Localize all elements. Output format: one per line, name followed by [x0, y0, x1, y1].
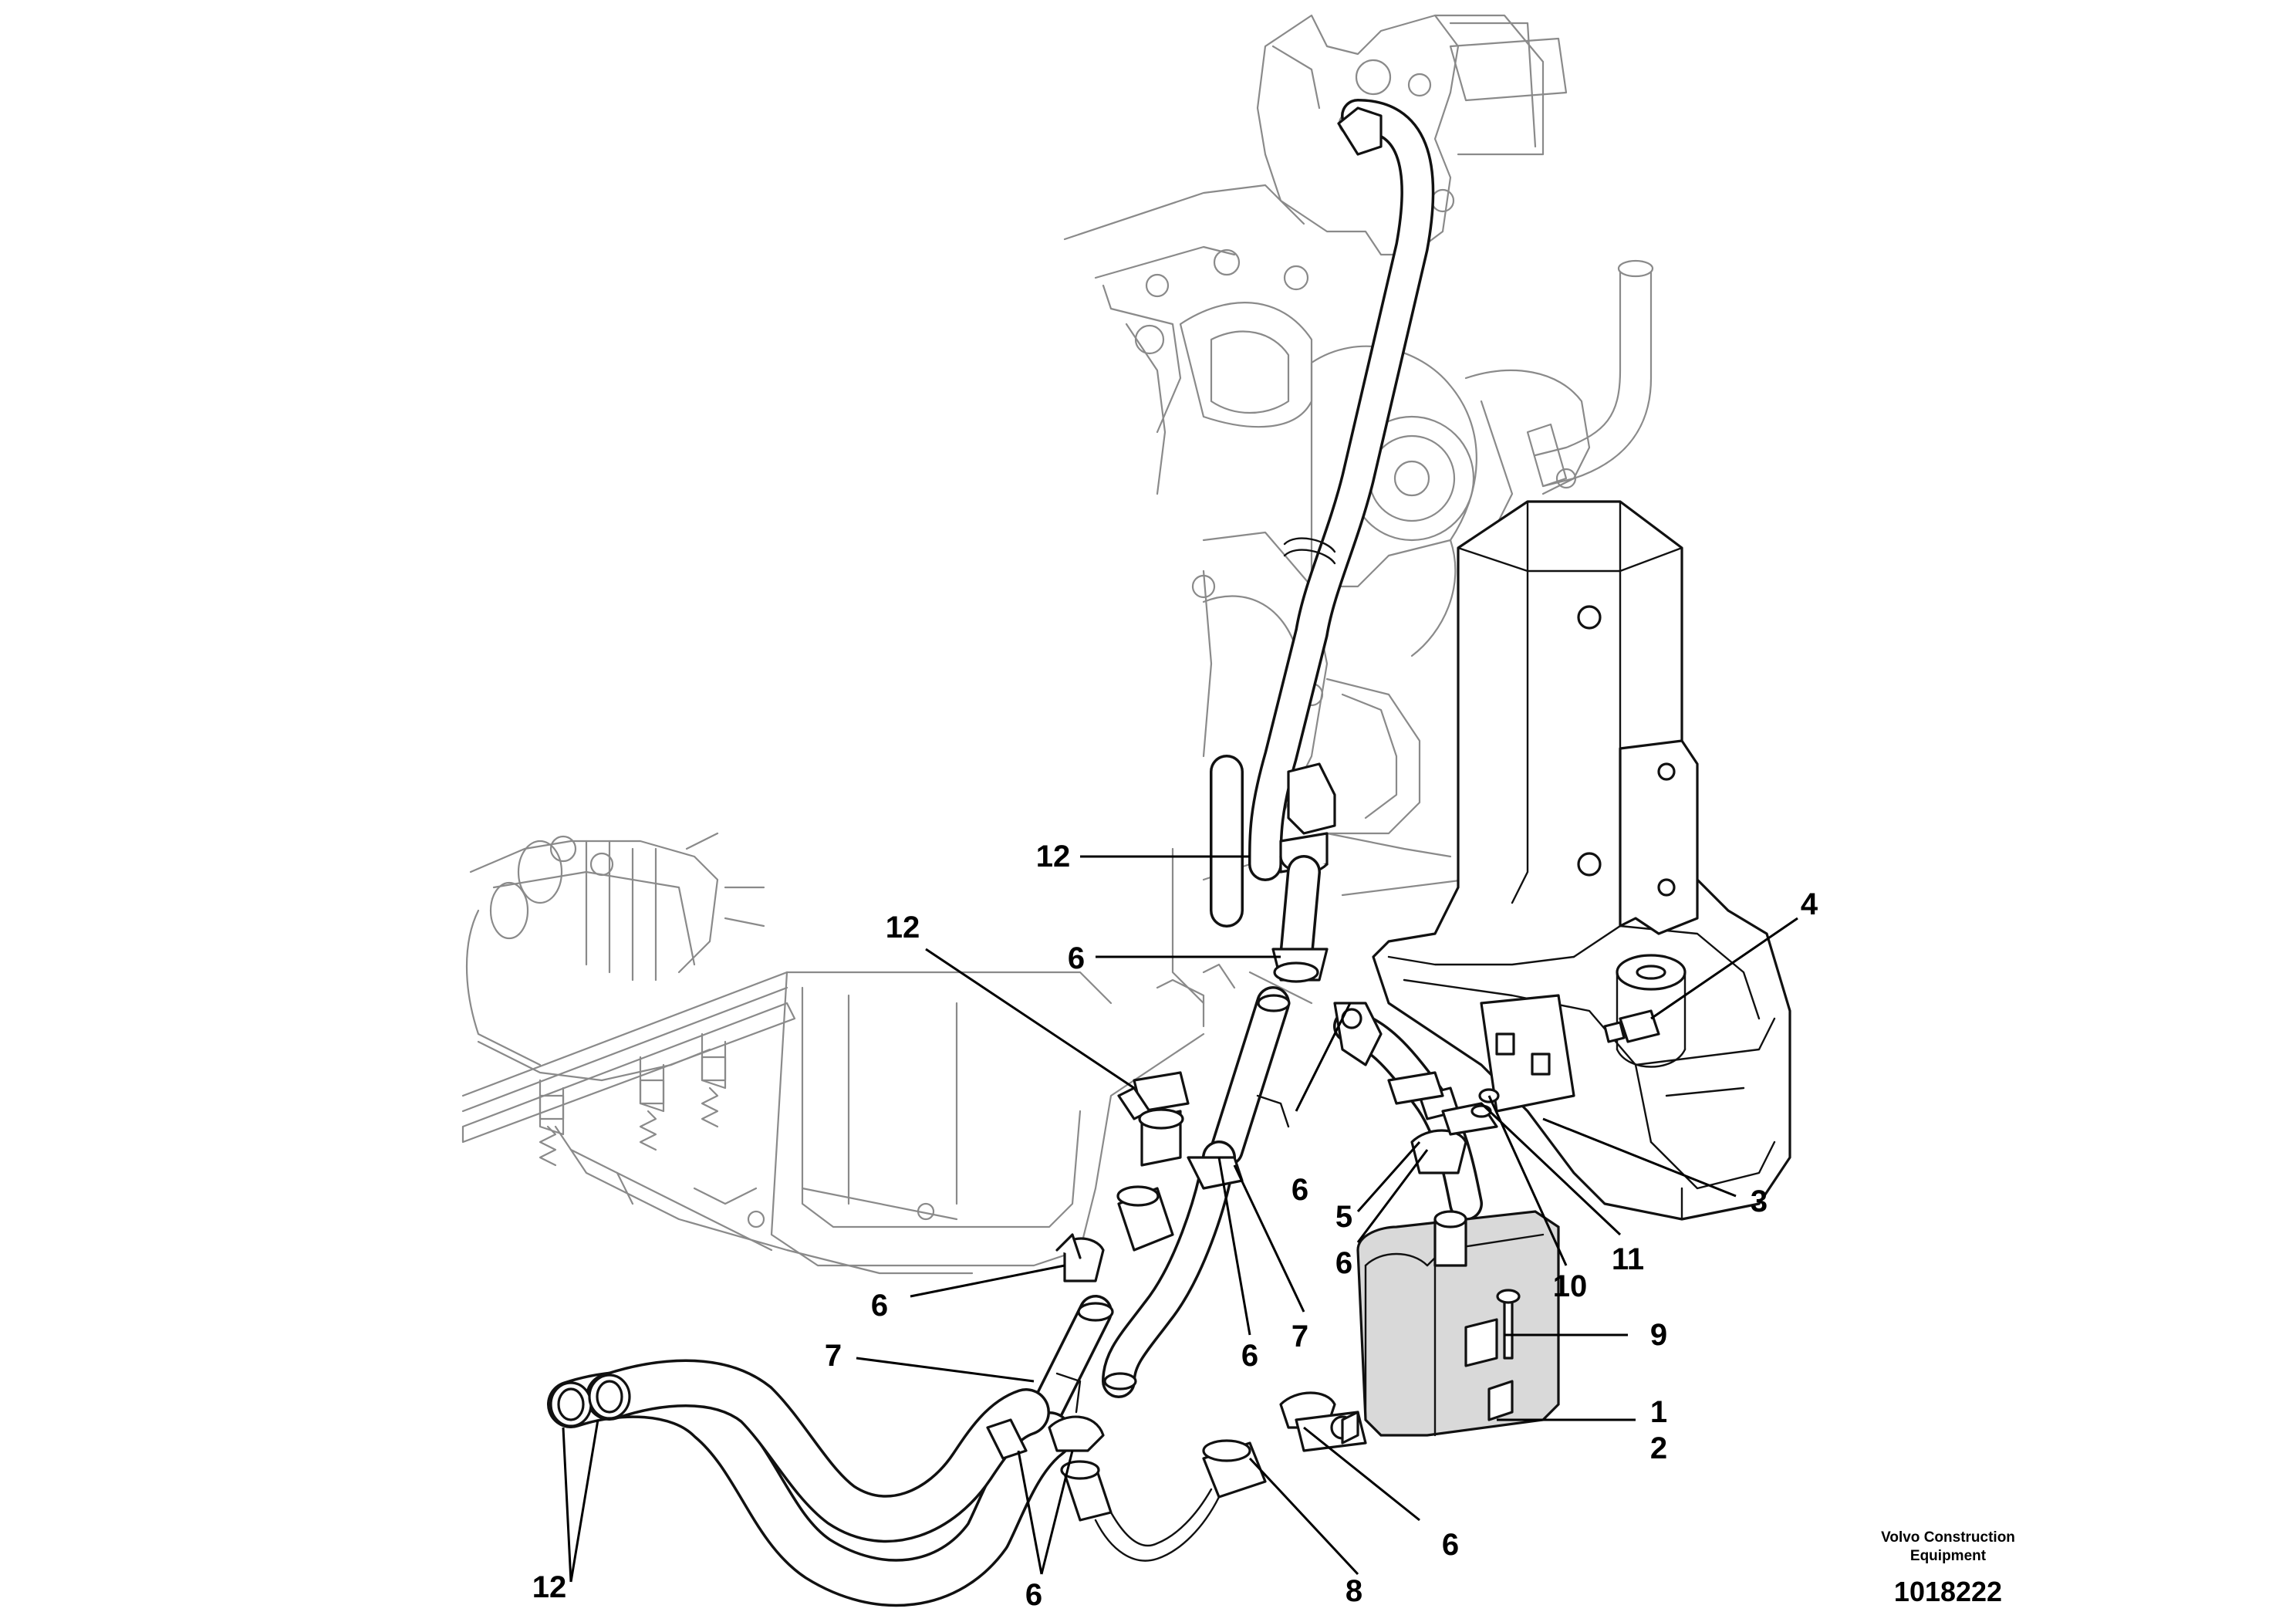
callout-6: 6	[1025, 1578, 1042, 1612]
upper-coolant-pipe	[1210, 99, 1435, 928]
callout-6: 6	[1241, 1339, 1258, 1373]
mounting-bracket	[1372, 500, 1791, 1221]
callout-7: 7	[1292, 1320, 1308, 1353]
callout-6: 6	[1068, 941, 1085, 975]
callout-6: 6	[871, 1289, 888, 1323]
credit-line-2: Equipment	[1910, 1548, 1987, 1564]
callout-12: 12	[886, 911, 920, 944]
credit-line-1: Volvo Construction	[1881, 1529, 2015, 1546]
callout-6: 6	[1335, 1246, 1352, 1280]
callout-12: 12	[532, 1570, 567, 1604]
small-parts	[1387, 1009, 1660, 1174]
callout-2: 2	[1650, 1431, 1667, 1465]
callout-7: 7	[825, 1339, 842, 1373]
callout-5: 5	[1335, 1200, 1352, 1234]
callout-8: 8	[1346, 1574, 1362, 1608]
mounting-plate	[1480, 994, 1575, 1113]
callout-12: 12	[1036, 840, 1071, 874]
callout-6: 6	[1292, 1173, 1308, 1207]
callout-4: 4	[1801, 887, 1818, 921]
expansion-tank	[1341, 1210, 1560, 1445]
callout-11: 11	[1612, 1242, 1644, 1276]
callout-labels: 12 12 4 6 6 3 5 6 11 10 6 7 6 7 9 1 2 6 …	[532, 840, 1818, 1612]
document-number: 1018222	[1894, 1576, 2002, 1607]
callout-10: 10	[1553, 1269, 1588, 1303]
callout-9: 9	[1650, 1318, 1667, 1352]
leader-lines	[562, 855, 1798, 1583]
coolant-hoses	[547, 762, 1483, 1607]
credit-block: Volvo Construction Equipment 1018222	[1881, 1529, 2015, 1607]
callout-3: 3	[1751, 1184, 1768, 1218]
callout-6: 6	[1442, 1528, 1459, 1562]
callout-1: 1	[1650, 1395, 1667, 1429]
